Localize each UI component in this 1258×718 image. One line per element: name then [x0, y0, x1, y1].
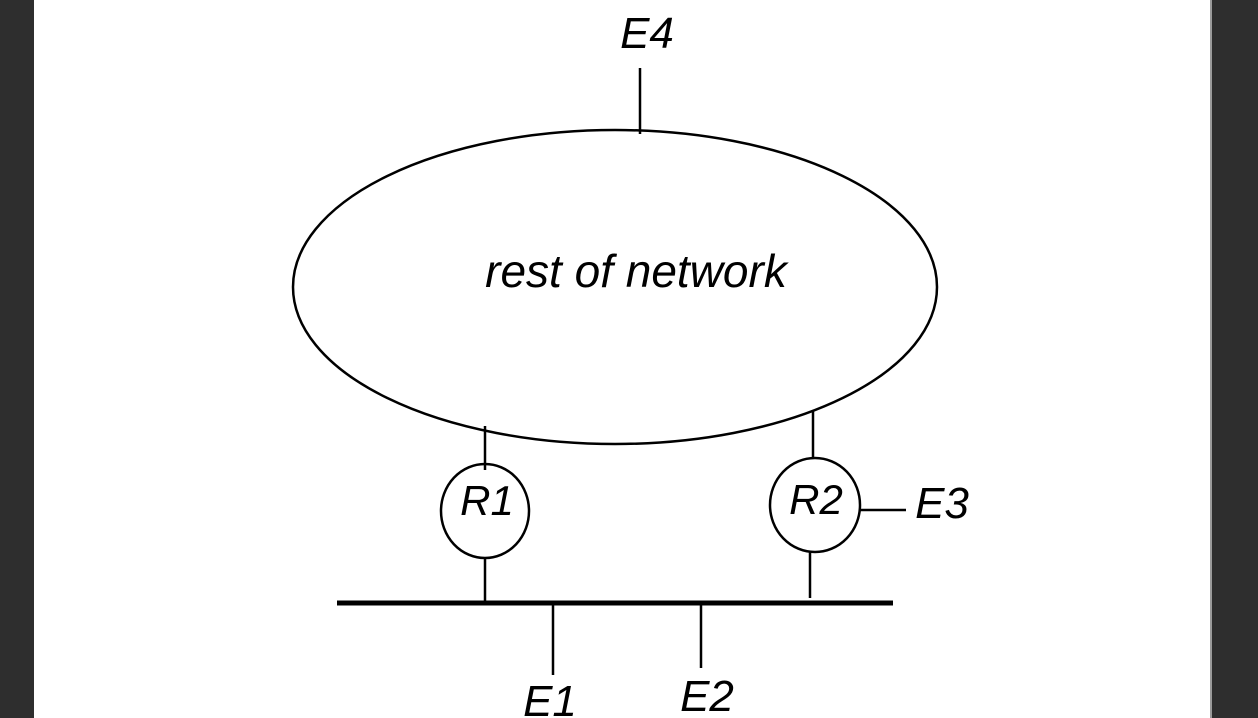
viewer-left-margin — [0, 0, 34, 718]
network-cloud — [291, 128, 939, 446]
router-r1-label: R1 — [460, 477, 514, 524]
viewer-right-margin — [1212, 0, 1258, 718]
page-edge — [1210, 0, 1212, 718]
endpoint-e2-label: E2 — [680, 672, 734, 718]
endpoint-e4-label: E4 — [620, 9, 674, 58]
network-cloud-label: rest of network — [485, 245, 789, 297]
document-page — [34, 0, 1212, 718]
endpoint-e1-label: E1 — [523, 677, 577, 718]
router-r2-label: R2 — [789, 476, 843, 523]
router-r2 — [768, 456, 862, 554]
endpoint-e3-label: E3 — [915, 479, 969, 528]
